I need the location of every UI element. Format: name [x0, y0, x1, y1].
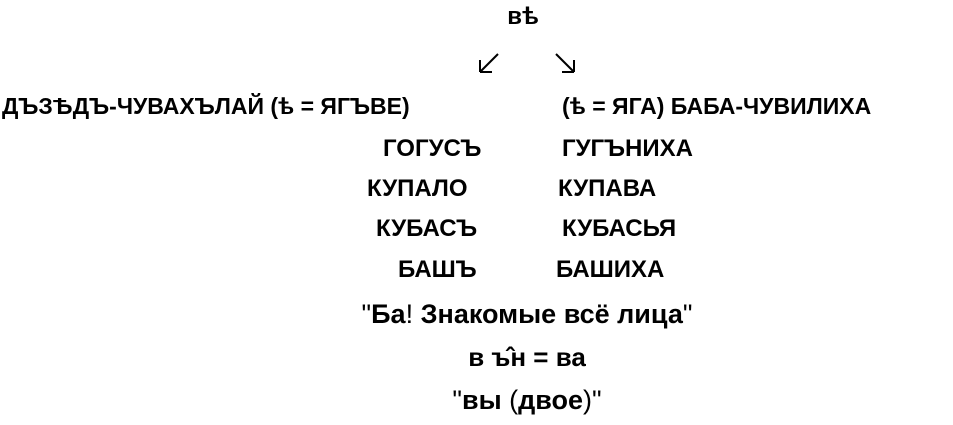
paren-close: ): [583, 385, 593, 415]
pair-right-1: ГУГЪНИХА: [562, 135, 693, 162]
paren-open: (: [501, 385, 519, 415]
pair-left-1: ГОГУСЪ: [383, 135, 482, 162]
arrow-down-right-icon: [555, 53, 575, 73]
quote1-word-a: Ба: [371, 299, 406, 329]
right-branch: (ѣ = ЯГА) БАБА-ЧУВИЛИХА: [562, 93, 872, 119]
pair-left-4: БАШЪ: [398, 256, 477, 283]
quote-line-1: "Ба! Знакомые всё лица": [362, 301, 693, 328]
quote1-excl: !: [405, 299, 414, 329]
quote-open-1: ": [361, 299, 372, 329]
quote-line-2: "вы (двое)": [452, 387, 601, 414]
quote2-word-b: двое: [518, 385, 584, 415]
pair-left-3: КУБАСЪ: [376, 215, 478, 242]
arrow-down-left-icon: [479, 53, 499, 73]
formula: в ъ̂н = ва: [468, 342, 586, 372]
root-word: вѣ: [507, 3, 539, 30]
quote-close-1: ": [682, 299, 693, 329]
pair-right-3: КУБАСЬЯ: [562, 215, 677, 242]
quote1-phrase: Знакомые всё лица: [420, 299, 683, 329]
pair-right-2: КУПАВА: [558, 175, 657, 202]
pair-right-4: БАШИХА: [556, 256, 665, 283]
quote2-word-a: вы: [461, 385, 502, 415]
quote-open-2: ": [452, 385, 462, 415]
pair-left-2: КУПАЛО: [367, 175, 468, 202]
quote-close-2: ": [592, 385, 602, 415]
left-branch: ДЪЗѢДЪ-ЧУВАХЪЛАЙ (ѣ = ЯГЪВЕ): [2, 93, 410, 119]
